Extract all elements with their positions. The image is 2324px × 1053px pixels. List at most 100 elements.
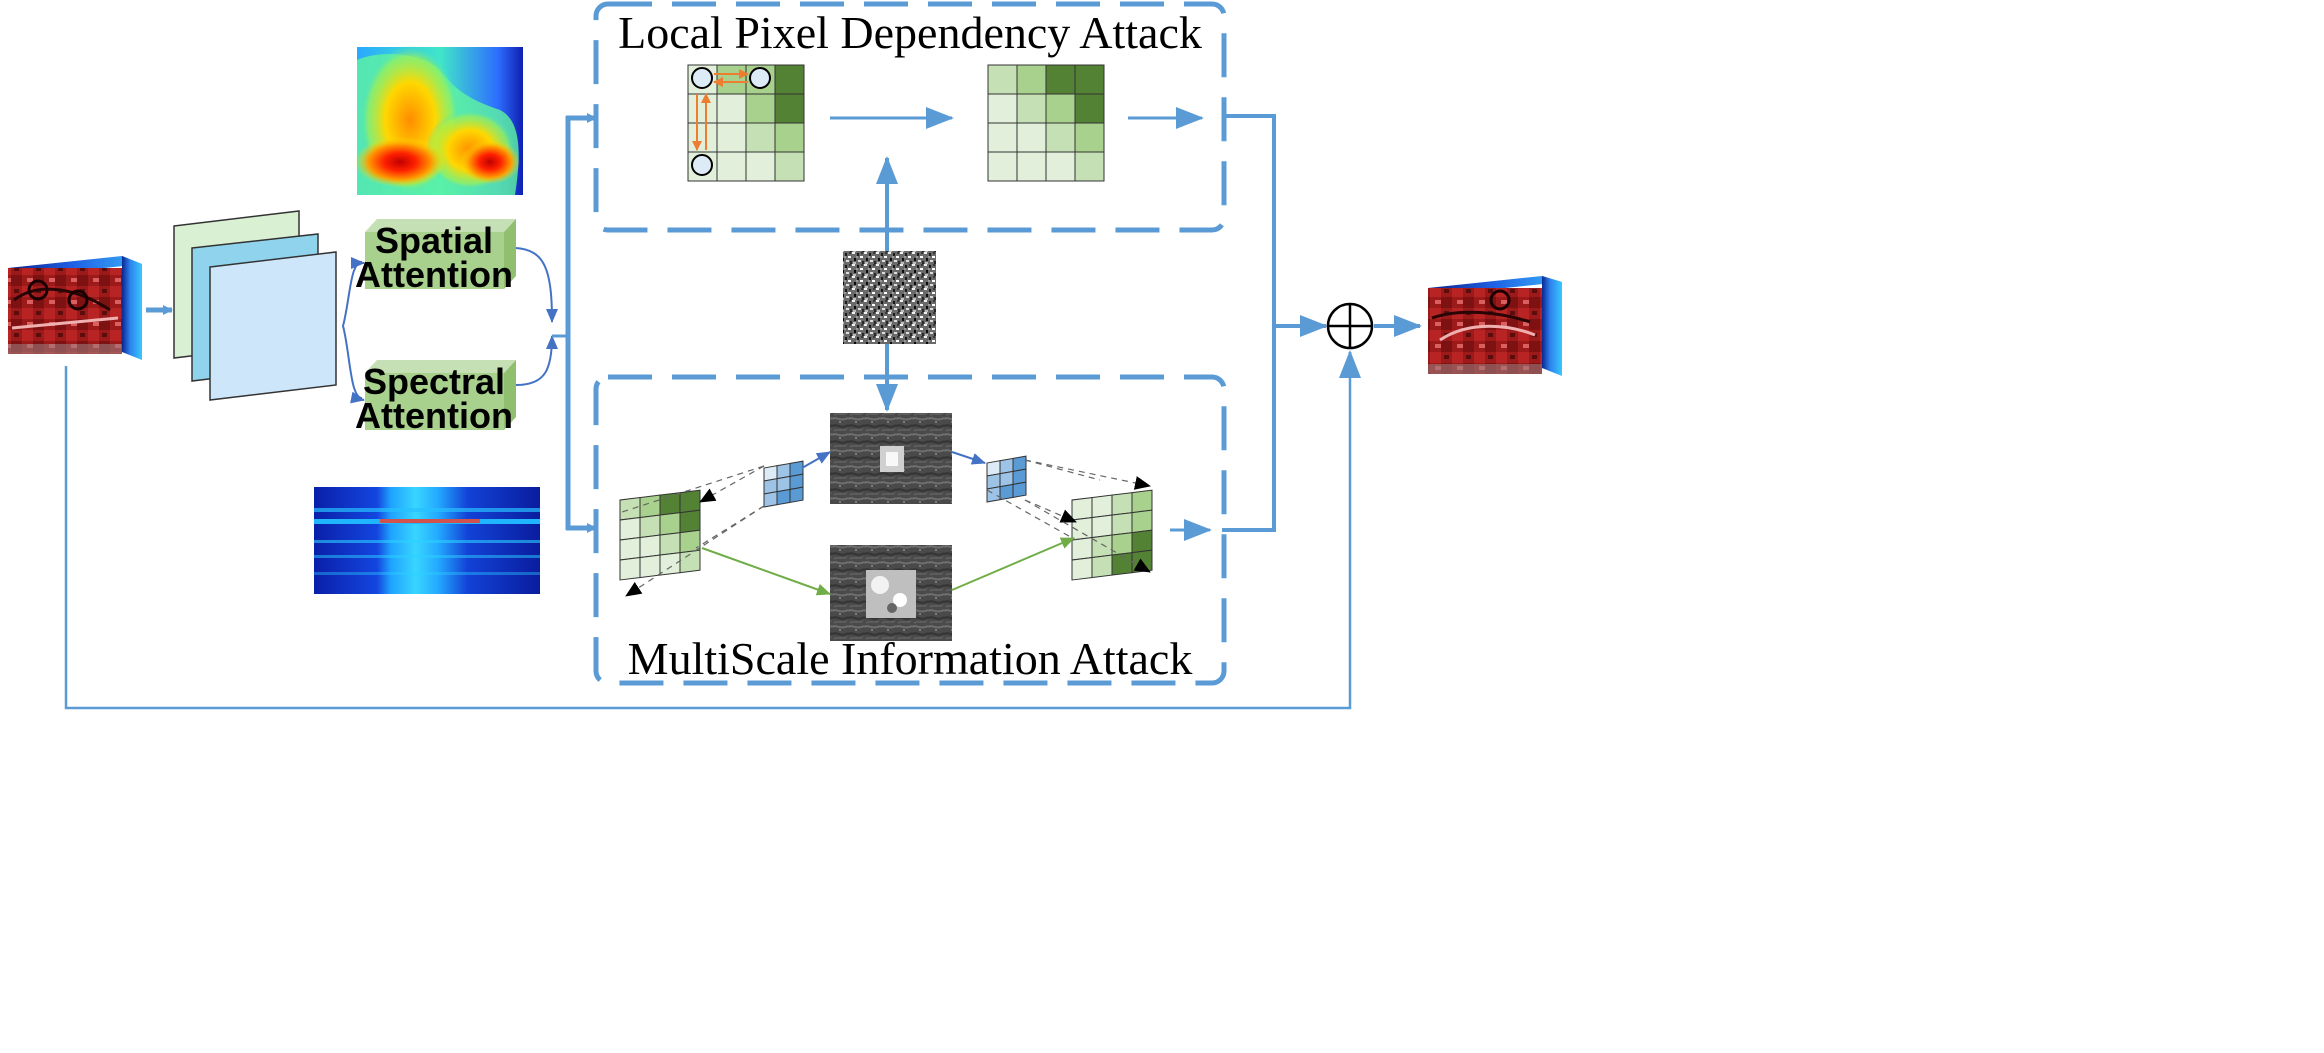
grid-cell: [1071, 536, 1093, 561]
grid-cell: [1045, 151, 1076, 182]
multiscale-grid-output: [1071, 489, 1153, 581]
grid-cell: [687, 93, 718, 124]
grid-cell: [659, 552, 681, 576]
dependency-pixel-right: [749, 67, 771, 89]
grid-cell: [716, 122, 747, 153]
input-hyperspectral-cube: [8, 256, 142, 360]
grid-cell: [619, 536, 641, 561]
input-cube-front: [8, 268, 122, 354]
grid-cell: [774, 122, 805, 153]
grid-cell: [619, 516, 641, 541]
grid-cell: [789, 486, 804, 504]
grid-cell: [659, 492, 681, 516]
spatial-attention-heatmap: [355, 45, 523, 196]
grid-cell: [774, 64, 805, 95]
dependency-pixel-center: [691, 67, 713, 89]
grid-cell: [1071, 496, 1093, 521]
grid-cell: [745, 93, 776, 124]
spectral-to-merge-arrow: [515, 335, 558, 386]
grid-cell: [639, 514, 661, 539]
grid-cell: [1074, 64, 1105, 95]
spectral-attention-label-line1: Spectral: [363, 361, 505, 402]
multiscale-image-top: [830, 413, 952, 504]
grid-cell: [687, 122, 718, 153]
grid-cell: [1091, 534, 1113, 559]
feature-map-stack: [173, 210, 337, 401]
grid-cell: [1045, 93, 1076, 124]
green-arrow-to-output-grid: [951, 537, 1075, 591]
grid-cell: [987, 122, 1018, 153]
module-outputs-merge-line: [1222, 114, 1276, 532]
grid-cell: [987, 64, 1018, 95]
grid-cell: [1016, 93, 1047, 124]
grid-cell: [999, 483, 1014, 501]
grid-cell: [1131, 489, 1153, 514]
spatial-attention-label-line2: Attention: [355, 254, 513, 295]
grid-cell: [1071, 556, 1093, 581]
grid-cell: [659, 532, 681, 556]
grid-cell: [619, 496, 641, 521]
grid-cell: [659, 512, 681, 536]
local-grid-input: [687, 64, 805, 182]
grid-cell: [679, 509, 701, 534]
grid-cell: [745, 122, 776, 153]
dependency-pixel-bottom: [691, 154, 713, 176]
grid-cell: [716, 64, 747, 95]
grid-cell: [716, 93, 747, 124]
grid-cell: [776, 488, 791, 506]
grid-cell: [987, 151, 1018, 182]
grid-cell: [763, 491, 778, 508]
grid-cell: [639, 494, 661, 519]
grid-cell: [774, 93, 805, 124]
grid-cell: [1131, 549, 1153, 574]
spectral-attention-box: Spectral Attention: [355, 360, 516, 436]
grid-cell: [1016, 122, 1047, 153]
spectral-attention-heatmap: [314, 487, 540, 594]
circled-plus-icon: [1326, 302, 1374, 350]
grid-cell: [1016, 151, 1047, 182]
grid-cell: [1091, 554, 1113, 579]
random-noise-image: [843, 251, 936, 344]
grid-cell: [1045, 122, 1076, 153]
grid-cell: [1012, 481, 1027, 499]
grid-cell: [1091, 514, 1113, 539]
multiscale-small-grid-right: [986, 455, 1027, 503]
grid-cell: [1074, 93, 1105, 124]
grid-cell: [1091, 494, 1113, 519]
spatial-to-merge-arrow: [515, 247, 558, 323]
residual-skip-connection: [64, 352, 1352, 710]
branch-brace: [341, 261, 363, 399]
multiscale-small-grid-left: [763, 460, 804, 508]
grid-cell: [1131, 509, 1153, 534]
local-grid-output: [987, 64, 1105, 182]
grid-cell: [1111, 492, 1133, 516]
grid-cell: [745, 151, 776, 182]
grid-cell: [716, 151, 747, 182]
grid-cell: [1045, 64, 1076, 95]
grid-cell: [774, 151, 805, 182]
multiscale-grid-input: [619, 489, 701, 581]
local-pixel-dependency-attack-module: Local Pixel Dependency Attack: [593, 1, 1227, 233]
spatial-attention-label-line1: Spatial: [375, 220, 493, 261]
multiscale-attack-title: MultiScale Information Attack: [628, 633, 1193, 684]
output-adversarial-cube: [1428, 276, 1562, 376]
multiscale-information-attack-module: MultiScale Information Attack: [593, 374, 1227, 686]
grid-cell: [986, 486, 1001, 503]
feature-map-lightblue: [209, 251, 337, 401]
grid-cell: [1111, 512, 1133, 536]
input-cube-side: [122, 256, 142, 360]
grid-cell: [987, 93, 1018, 124]
spectral-attention-label-line2: Attention: [355, 395, 513, 436]
multiscale-image-bottom: [830, 545, 952, 641]
local-attack-title: Local Pixel Dependency Attack: [618, 7, 1202, 58]
grid-cell: [1074, 151, 1105, 182]
green-arrow-to-bottom-image: [701, 547, 831, 596]
grid-cell: [639, 554, 661, 579]
multiscale-attack-dashed-border: [593, 374, 1227, 686]
projection-lines: [621, 459, 1151, 597]
grid-cell: [1016, 64, 1047, 95]
grid-cell: [679, 549, 701, 574]
spatial-attention-box: Spatial Attention: [355, 219, 516, 295]
grid-cell: [1131, 529, 1153, 554]
